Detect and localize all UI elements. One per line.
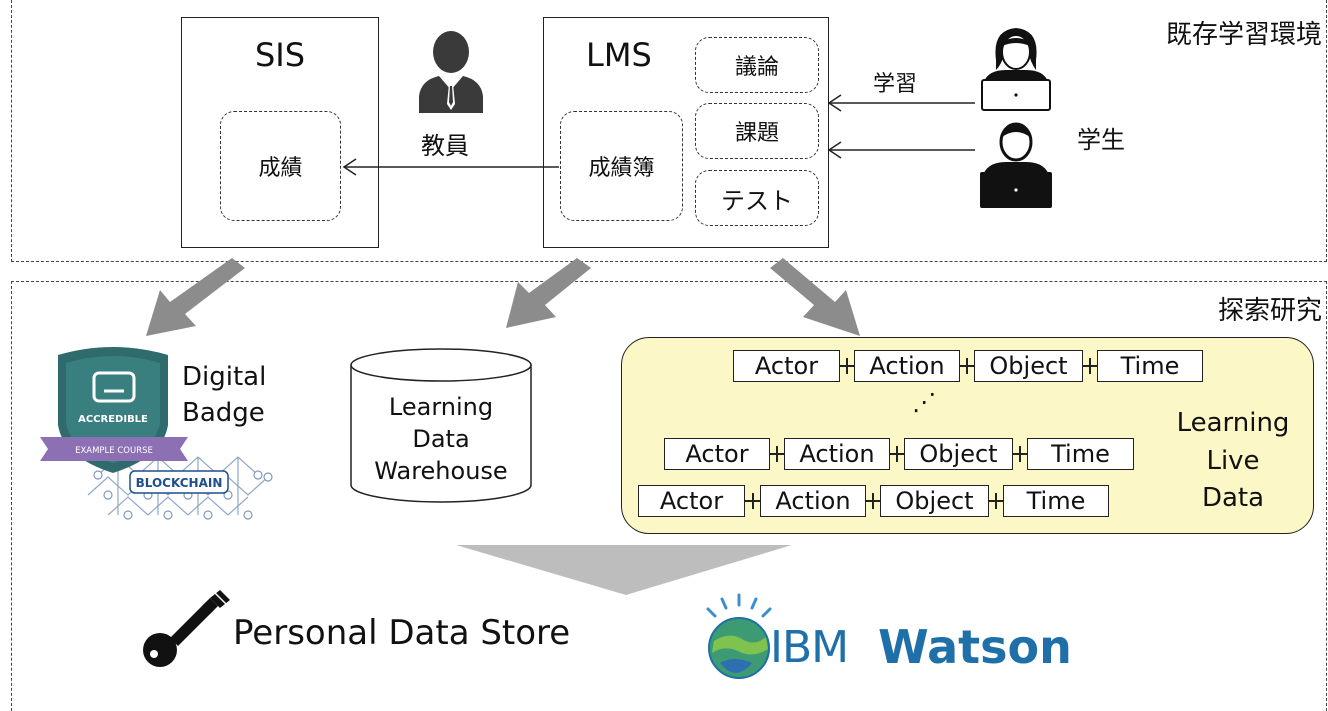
sis-grades-label: 成績 — [258, 156, 303, 181]
sis-title: SIS — [254, 36, 306, 74]
key-icon — [143, 590, 230, 667]
record-2-time: Time — [1027, 438, 1134, 470]
lms-gradebook-box: 成績簿 — [560, 111, 683, 221]
digital-badge-title-2: Badge — [182, 398, 265, 428]
live-data-label-2: Live — [1206, 446, 1260, 476]
warehouse-label-3: Warehouse — [374, 457, 508, 485]
record-3-actor: Actor — [638, 485, 745, 517]
record-1-action: Action — [854, 350, 960, 382]
student-female-icon — [981, 28, 1051, 111]
lms-title: LMS — [586, 36, 652, 74]
digital-badge-icon: ACCREDIBLE EXAMPLE COURSE BLOCKCHAIN — [40, 347, 273, 520]
record-2-object: Object — [904, 438, 1013, 470]
record-3-object: Object — [880, 485, 989, 517]
lms-module-test-label: テスト — [721, 186, 793, 215]
teacher-label: 教員 — [421, 132, 469, 160]
records-ellipsis: ⋰ — [912, 388, 936, 416]
digital-badge-title-1: Digital — [182, 362, 267, 392]
record-1-actor: Actor — [733, 350, 840, 382]
badge-ribbon-text: EXAMPLE COURSE — [75, 446, 153, 456]
sis-grades-box: 成績 — [220, 111, 341, 221]
existing-environment-region — [11, 0, 1327, 262]
student-male-icon — [980, 122, 1052, 208]
lms-to-livedata-arrow — [770, 258, 860, 336]
lms-gradebook-label: 成績簿 — [588, 156, 655, 181]
badge-shield-text: ACCREDIBLE — [78, 414, 148, 425]
lms-module-assignment-label: 課題 — [734, 121, 779, 146]
ibm-label: IBM — [770, 622, 849, 673]
gray-arrows — [146, 258, 860, 336]
lms-module-assignment: 課題 — [695, 103, 819, 159]
lms-module-discussion-label: 議論 — [734, 55, 779, 80]
warehouse-label-1: Learning — [388, 393, 494, 421]
record-3-action: Action — [760, 485, 866, 517]
learning-label: 学習 — [873, 72, 918, 97]
record-1-time: Time — [1097, 350, 1203, 382]
lms-module-discussion: 議論 — [695, 37, 819, 93]
record-2-actor: Actor — [664, 438, 770, 470]
existing-arrows — [342, 94, 975, 176]
personal-data-store-label: Personal Data Store — [233, 613, 571, 653]
live-data-label-1: Learning — [1176, 408, 1290, 438]
watson-label: Watson — [878, 620, 1072, 674]
warehouse-cylinder — [350, 348, 532, 503]
warehouse-label-2: Data — [412, 425, 470, 453]
student-label: 学生 — [1077, 126, 1125, 154]
badge-chain-text: BLOCKCHAIN — [136, 476, 223, 490]
lms-to-warehouse-arrow — [506, 258, 591, 328]
merge-funnel — [456, 545, 792, 595]
sis-to-badge-arrow — [146, 258, 245, 336]
research-region — [11, 281, 1327, 711]
record-3-time: Time — [1003, 485, 1109, 517]
teacher-icon — [419, 31, 483, 113]
lms-module-test: テスト — [695, 170, 819, 226]
research-label: 探索研究 — [1217, 296, 1322, 326]
record-1-object: Object — [974, 350, 1083, 382]
existing-environment-label: 既存学習環境 — [1165, 20, 1322, 50]
live-data-label-3: Data — [1201, 483, 1265, 513]
record-2-action: Action — [784, 438, 890, 470]
watson-globe-icon — [706, 593, 772, 679]
